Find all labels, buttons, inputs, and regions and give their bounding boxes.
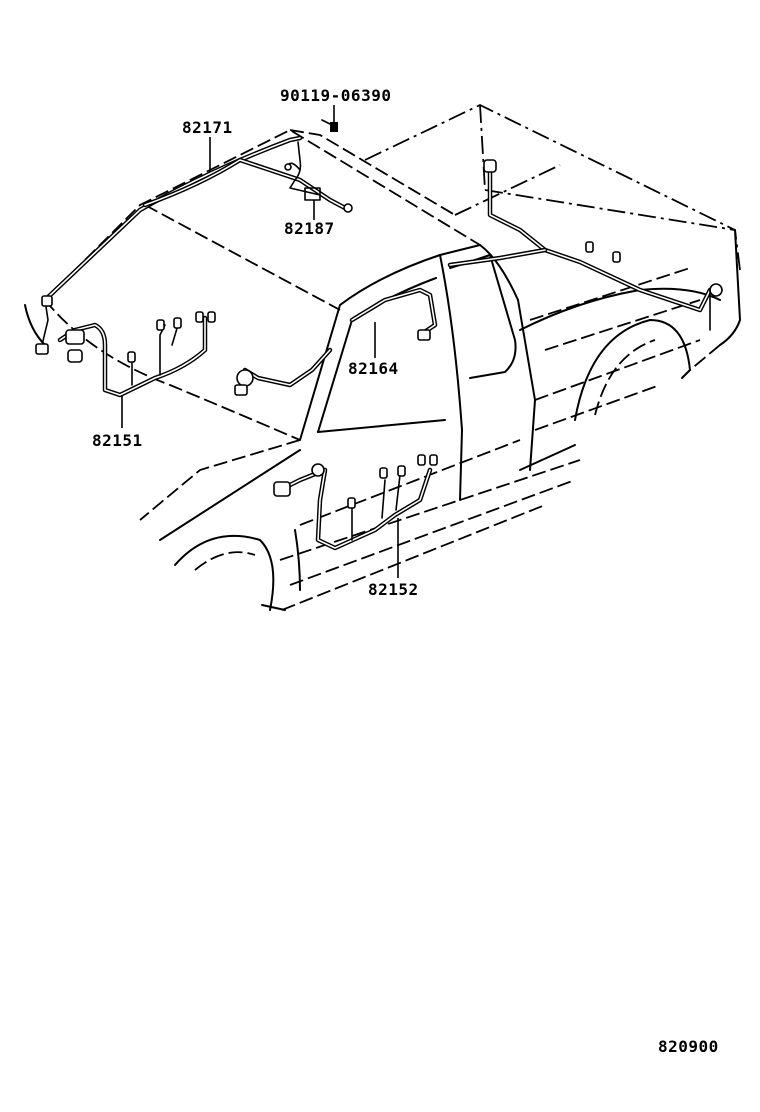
dome-lamp-wire-82187 bbox=[284, 141, 321, 201]
label-rear-door-harness: 82164 bbox=[348, 359, 399, 378]
label-floor-harness: 82152 bbox=[368, 580, 419, 599]
bed-harness bbox=[447, 159, 723, 331]
rear-door-harness-82164 bbox=[349, 287, 438, 341]
truck-body-outline bbox=[24, 104, 741, 611]
roof-harness-82171 bbox=[35, 135, 353, 355]
label-bolt: 90119-06390 bbox=[280, 86, 392, 105]
figure-number: 820900 bbox=[658, 1037, 719, 1056]
label-roof-harness: 82171 bbox=[182, 118, 233, 137]
label-front-harness: 82151 bbox=[92, 431, 143, 450]
leader-lines bbox=[121, 105, 399, 578]
floor-harness-82152 bbox=[273, 454, 438, 551]
bolt-90119-06390 bbox=[321, 119, 338, 132]
front-harness-82151 bbox=[57, 311, 333, 398]
label-dome-lamp-wire: 82187 bbox=[284, 219, 335, 238]
